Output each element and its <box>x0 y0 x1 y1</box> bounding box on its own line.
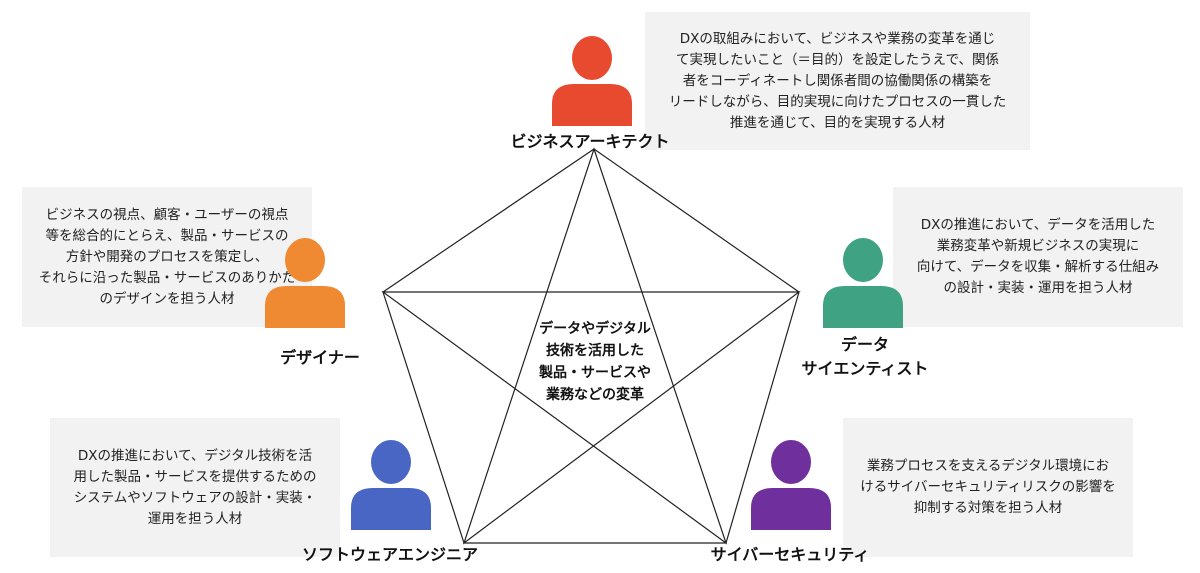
star-outline <box>381 147 801 545</box>
data-scientist-label: データ サイエンティスト <box>801 335 929 378</box>
designer-label: デザイナー <box>280 348 360 367</box>
business-architect-description: DXの取組みにおいて、ビジネスや業務の変革を通じ て実現したいこと（＝目的）を設… <box>645 12 1030 150</box>
software-engineer-description: DXの推進において、デジタル技術を活 用した製品・サービスを提供するための シス… <box>50 418 340 557</box>
data-scientist-description: DXの推進において、データを活用した 業務変革や新規ビジネスの実現に 向けて、デ… <box>893 187 1183 327</box>
person-icon-cybersecurity <box>751 440 831 530</box>
pentagon-outline <box>382 148 800 544</box>
person-icon-data-scientist <box>823 238 903 328</box>
software-engineer-label: ソフトウェアエンジニア <box>301 545 478 564</box>
center-text: データやデジタル 技術を活用した 製品・サービスや 業務などの変革 <box>539 321 651 403</box>
person-icon-business-architect <box>552 36 632 126</box>
person-icon-software-engineer <box>351 440 431 530</box>
business-architect-label: ビジネスアーキテクト <box>510 132 670 151</box>
cybersecurity-label: サイバーセキュリティ <box>710 545 870 564</box>
designer-description: ビジネスの視点、顧客・ユーザーの視点 等を総合的にとらえ、製品・サービスの 方針… <box>22 187 312 327</box>
cybersecurity-description: 業務プロセスを支えるデジタル環境にお けるサイバーセキュリティリスクの影響を 抑… <box>843 418 1133 557</box>
person-icon-designer <box>265 238 345 328</box>
